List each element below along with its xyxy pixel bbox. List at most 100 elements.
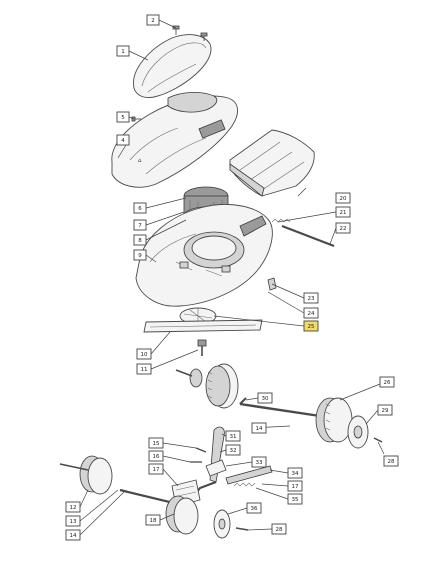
part-label-24: 24 — [303, 307, 319, 319]
part-label-26: 26 — [379, 376, 395, 388]
front-wheel-part — [205, 363, 239, 409]
part-label-18: 18 — [145, 514, 161, 526]
part-label-5: 5 — [116, 111, 130, 123]
svg-text:17: 17 — [153, 467, 160, 473]
svg-text:21: 21 — [340, 210, 347, 216]
svg-text:16: 16 — [153, 454, 160, 460]
svg-text:13: 13 — [70, 519, 77, 525]
part-label-30: 30 — [257, 392, 273, 404]
svg-text:22: 22 — [340, 226, 347, 232]
svg-text:30: 30 — [262, 396, 269, 402]
svg-text:14: 14 — [70, 533, 77, 539]
blade-bolt-part — [197, 339, 207, 356]
part-label-28: 28 — [383, 455, 399, 467]
part-label-33: 33 — [251, 456, 267, 468]
svg-text:2: 2 — [151, 18, 155, 24]
svg-text:15: 15 — [153, 441, 160, 447]
svg-text:5: 5 — [121, 115, 125, 121]
svg-text:7: 7 — [138, 223, 142, 229]
svg-text:31: 31 — [230, 434, 237, 440]
svg-text:24: 24 — [308, 311, 315, 317]
height-adjuster-rod-part — [239, 397, 321, 418]
pin-part — [190, 447, 207, 463]
part-label-13: 13 — [65, 515, 81, 527]
rear-axle-rod-part — [281, 224, 335, 248]
part-label-17-left: 17 — [148, 463, 164, 475]
svg-text:6: 6 — [138, 206, 142, 212]
part-label-32: 32 — [225, 444, 241, 456]
svg-text:⌂: ⌂ — [138, 158, 142, 164]
part-label-34: 34 — [287, 467, 303, 479]
blade-part — [143, 319, 263, 333]
part-label-29: 29 — [377, 404, 393, 416]
svg-text:35: 35 — [292, 497, 299, 503]
part-label-1: 1 — [116, 45, 130, 57]
lever-spring-part — [233, 482, 256, 487]
svg-text:36: 36 — [251, 506, 258, 512]
svg-text:11: 11 — [141, 367, 148, 373]
part-label-16: 16 — [148, 450, 164, 462]
height-lever-part — [205, 426, 227, 483]
part-label-9: 9 — [133, 249, 147, 261]
svg-text:18: 18 — [150, 518, 157, 524]
part-label-8: 8 — [133, 234, 147, 246]
svg-text:17: 17 — [292, 484, 299, 490]
spring-part — [271, 218, 291, 223]
svg-text:8: 8 — [138, 238, 142, 244]
svg-text:29: 29 — [382, 408, 389, 414]
part-label-28-bottom: 28 — [271, 523, 287, 535]
leader-lines — [79, 19, 385, 536]
part-label-6: 6 — [133, 202, 147, 214]
svg-text:32: 32 — [230, 448, 237, 454]
part-label-25: 25 — [303, 320, 319, 332]
front-wheel-part — [79, 455, 113, 495]
screw-part — [373, 437, 383, 443]
part-label-23: 23 — [303, 292, 319, 304]
part-label-15: 15 — [148, 437, 164, 449]
svg-text:1: 1 — [121, 49, 125, 55]
mower-deck-part — [135, 204, 273, 307]
svg-text:14: 14 — [256, 426, 263, 432]
axle-bolt-part — [59, 463, 89, 471]
svg-text:33: 33 — [256, 460, 263, 466]
part-label-36: 36 — [246, 502, 262, 514]
svg-text:4: 4 — [121, 138, 125, 144]
part-label-20: 20 — [335, 192, 351, 204]
top-cover-part — [133, 34, 212, 98]
part-label-7: 7 — [133, 219, 147, 231]
svg-text:20: 20 — [340, 196, 347, 202]
front-axle-rod-part — [119, 480, 217, 508]
hub-cap-part — [347, 415, 369, 449]
part-label-17-right: 17 — [287, 480, 303, 492]
svg-text:28: 28 — [388, 459, 395, 465]
part-labels: 2 1 5 4 6 7 8 9 20 21 22 23 24 25 10 11 … — [65, 14, 399, 541]
svg-text:34: 34 — [292, 471, 299, 477]
svg-text:28: 28 — [276, 527, 283, 533]
screw-part — [172, 25, 208, 41]
svg-text:10: 10 — [141, 352, 148, 358]
grass-bag-part — [229, 129, 315, 197]
svg-text:26: 26 — [384, 380, 391, 386]
part-label-22: 22 — [335, 222, 351, 234]
part-label-31: 31 — [225, 430, 241, 442]
part-label-21: 21 — [335, 206, 351, 218]
part-label-10: 10 — [136, 348, 152, 360]
part-label-12: 12 — [65, 501, 81, 513]
screw-part — [235, 527, 249, 531]
svg-text:9: 9 — [138, 253, 142, 259]
part-label-11: 11 — [136, 363, 152, 375]
hub-cap-part — [213, 509, 231, 539]
svg-text:12: 12 — [70, 505, 77, 511]
part-label-35: 35 — [287, 493, 303, 505]
rear-wheel-part — [165, 495, 199, 535]
svg-text:25: 25 — [308, 324, 315, 330]
part-label-13-lever: 14 — [251, 422, 267, 434]
svg-text:23: 23 — [308, 296, 315, 302]
hub-cap-part — [175, 368, 203, 388]
motor-housing-part: ⌂ — [111, 92, 238, 188]
part-label-2: 2 — [146, 14, 160, 26]
part-label-14: 14 — [65, 529, 81, 541]
part-label-4: 4 — [116, 134, 130, 146]
rear-wheel-part — [315, 397, 353, 443]
